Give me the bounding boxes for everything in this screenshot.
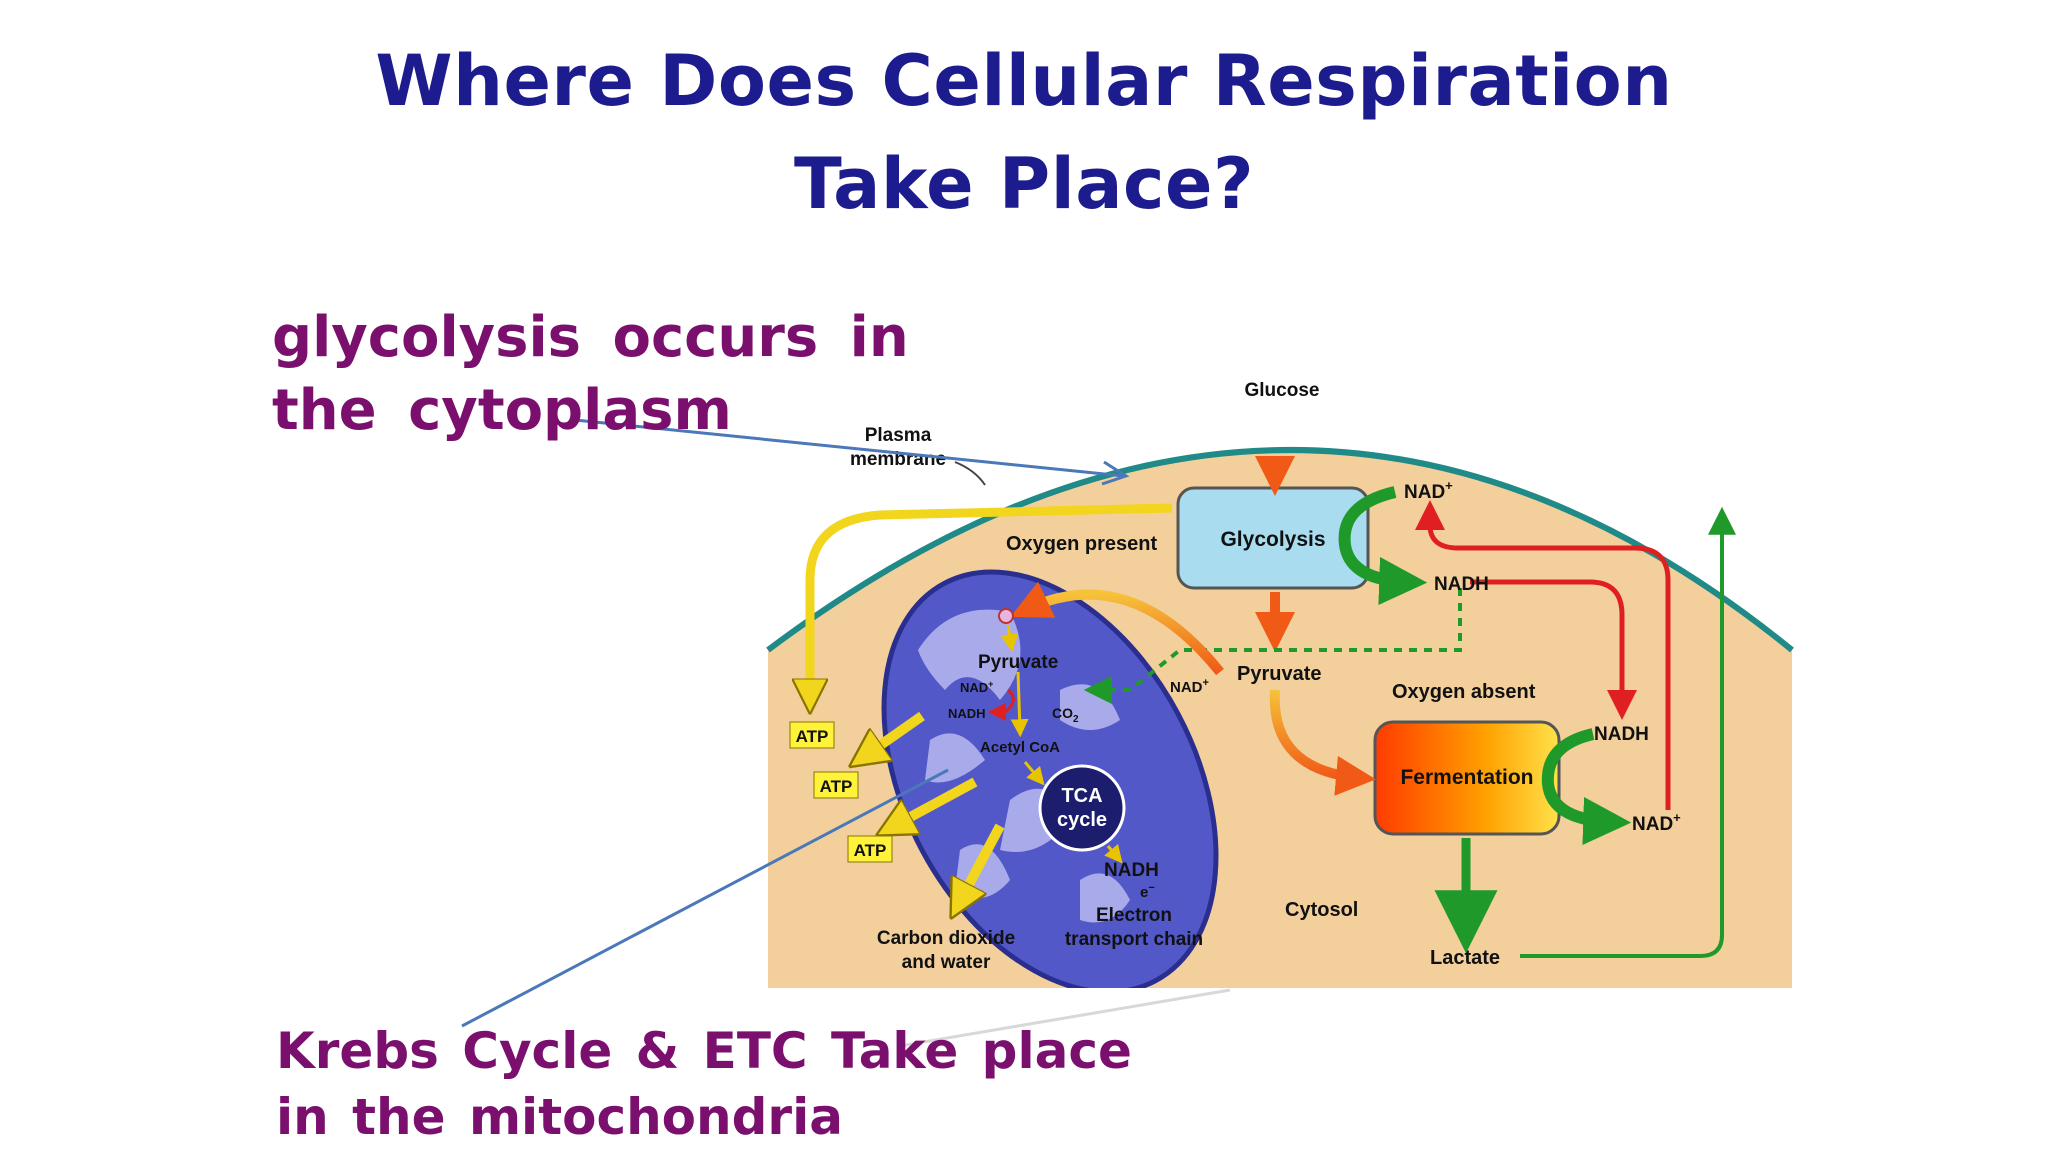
- fermentation-nad-loop: [1541, 728, 1632, 846]
- pyruvate-to-fermentation-arrow: [1269, 689, 1376, 796]
- mito-nad-label: NAD+: [960, 679, 993, 695]
- atp-badge-2: ATP: [813, 771, 859, 799]
- fermentation-label: Fermentation: [1400, 766, 1533, 789]
- nad-label-dotted: NAD+: [1170, 677, 1209, 696]
- oxygen-absent-label: Oxygen absent: [1392, 681, 1536, 703]
- acetyl-coa-label: Acetyl CoA: [980, 739, 1060, 756]
- inner-arrow-nadh: [1104, 843, 1123, 864]
- krebs-callout-line-1: Krebs Cycle & ETC Take place: [276, 1022, 1132, 1080]
- e-minus-label: e−: [1140, 882, 1155, 901]
- krebs-pointer-line: [461, 768, 949, 1028]
- pyruvate-into-mitochondrion-arrow: [1010, 581, 1224, 676]
- tca-label-1: TCA: [1061, 785, 1102, 807]
- mito-nadh-lower-label: NADH: [1104, 860, 1159, 881]
- inner-arrow-pyruvate: [1000, 624, 1019, 653]
- svg-text:ATP: ATP: [796, 727, 829, 746]
- page-title-line-1: Where Does Cellular Respiration: [375, 40, 1673, 122]
- krebs-callout-line-2: in the mitochondria: [276, 1088, 843, 1146]
- atp-badge-1: ATP: [789, 721, 835, 749]
- inner-red-nad-arrow: [987, 688, 1015, 721]
- glycolysis-callout-line-2: the cytoplasm: [272, 378, 732, 443]
- nadh-label-fermentation: NADH: [1594, 724, 1649, 745]
- inner-arrow-tca: [1023, 761, 1045, 786]
- lactate-export-arrow: [1520, 506, 1736, 958]
- glycolysis-atp-arrow: [810, 503, 1173, 700]
- plasma-label-1: Plasma: [865, 425, 932, 446]
- svg-text:ATP: ATP: [854, 841, 887, 860]
- red-nad-return-arrow: [1415, 500, 1671, 810]
- atp-arrow-2: [890, 777, 978, 828]
- lactate-label: Lactate: [1430, 947, 1500, 969]
- glycolysis-pointer-line: [574, 418, 1125, 478]
- etc-label-2: transport chain: [1065, 929, 1203, 950]
- mito-co2-label: CO2: [1052, 705, 1079, 725]
- glycolysis-nad-loop: [1338, 486, 1428, 605]
- co2-water-label-2: and water: [902, 952, 991, 973]
- mito-pyruvate-label: Pyruvate: [978, 652, 1058, 673]
- glucose-label: Glucose: [1245, 380, 1320, 401]
- atp-arrow-1: [862, 711, 925, 758]
- red-nadh-arrow: [1470, 579, 1637, 720]
- inner-arrow-acetyl: [1010, 671, 1029, 738]
- glycolysis-pointer-head: [1101, 460, 1130, 486]
- oxygen-present-label: Oxygen present: [1006, 533, 1158, 555]
- nad-label-fermentation: NAD+: [1632, 810, 1681, 835]
- tca-label-2: cycle: [1057, 809, 1107, 831]
- co2-water-arrow: [958, 823, 1005, 905]
- krebs-pointer-shadow: [899, 988, 1231, 1048]
- svg-text:ATP: ATP: [820, 777, 853, 796]
- plasma-membrane-leader: [954, 461, 986, 486]
- page-title-line-2: Take Place?: [793, 143, 1255, 225]
- mito-nadh-label: NADH: [948, 706, 986, 721]
- cytosol-label: Cytosol: [1285, 899, 1358, 921]
- pyruvate-label: Pyruvate: [1237, 663, 1322, 685]
- pyruvate-entry-marker: [998, 608, 1014, 624]
- etc-label-1: Electron: [1096, 905, 1172, 926]
- atp-badge-3: ATP: [847, 835, 893, 863]
- co2-water-label-1: Carbon dioxide: [877, 928, 1015, 949]
- glycolysis-label: Glycolysis: [1220, 528, 1325, 551]
- nadh-label-top: NADH: [1434, 574, 1489, 595]
- tca-cycle-circle: [1038, 764, 1126, 852]
- glycolysis-callout-line-1: glycolysis occurs in: [272, 305, 909, 370]
- nad-label-top: NAD+: [1404, 478, 1453, 503]
